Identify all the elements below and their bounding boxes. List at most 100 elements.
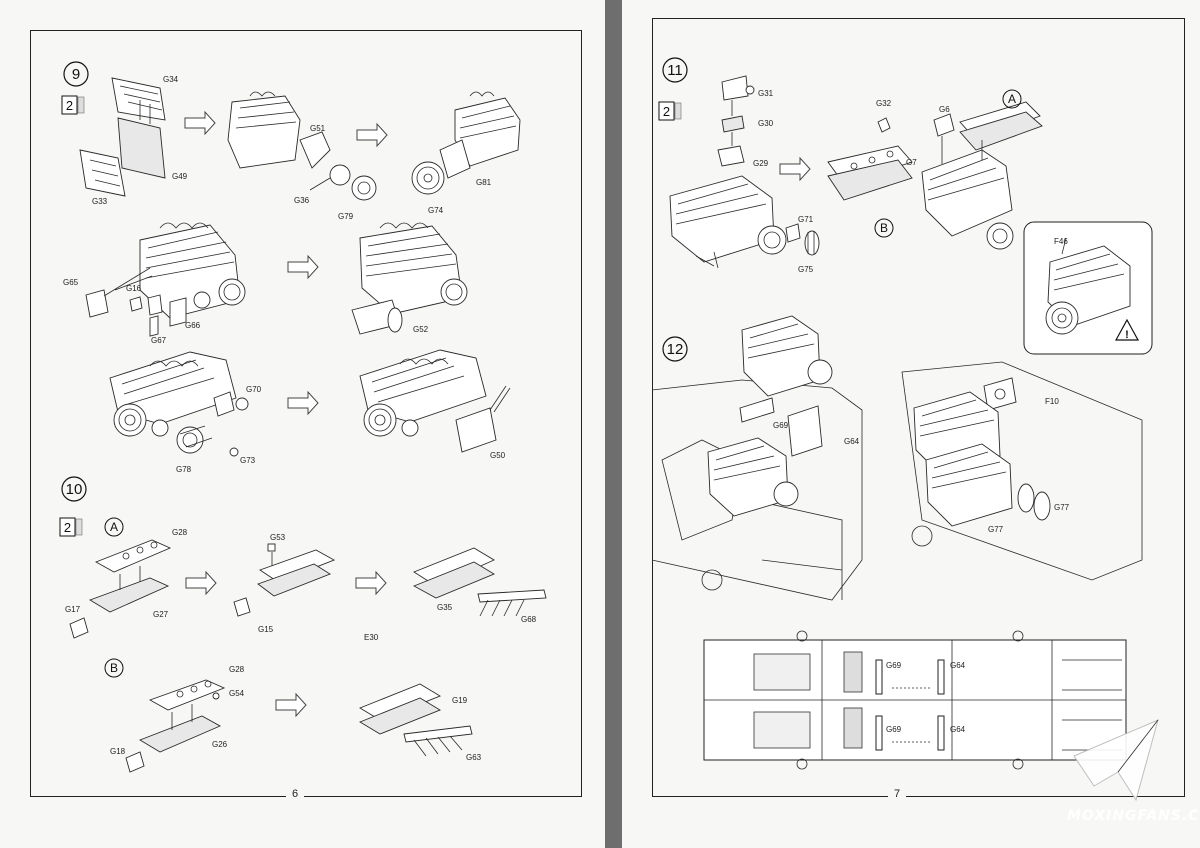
part-label: G50 — [490, 451, 506, 460]
part-label: G36 — [294, 196, 310, 205]
supercharger-parts — [717, 75, 755, 167]
sub-step-a-label: A — [1008, 92, 1016, 106]
part-label: G75 — [798, 265, 814, 274]
engine-block-step11 — [669, 175, 820, 269]
arrow-icon — [356, 122, 388, 148]
part-label: G29 — [753, 159, 769, 168]
step-10-number: 10 — [66, 481, 83, 498]
step-11-badge: 11 — [662, 57, 688, 83]
part-label: G19 — [452, 696, 468, 705]
page-left: 9 2 G34 G49 G33 G5 — [0, 0, 605, 848]
part-label: G7 — [906, 158, 917, 167]
page-frame — [652, 18, 1185, 797]
part-label: G64 — [950, 661, 966, 670]
step-11-number: 11 — [667, 62, 683, 79]
step-9-badge: 9 — [63, 61, 89, 87]
part-label: G31 — [758, 89, 774, 98]
part-label: G66 — [185, 321, 201, 330]
hull-engine-bay-left — [651, 315, 863, 601]
quantity-badge: 2 — [61, 95, 85, 115]
part-label: G64 — [844, 437, 860, 446]
intake-manifold-a-step2 — [233, 543, 336, 617]
arrow-icon — [275, 692, 307, 718]
part-label: G52 — [413, 325, 429, 334]
intake-manifold-b-result — [358, 683, 473, 757]
part-label: G49 — [172, 172, 188, 181]
arrow-icon — [355, 570, 387, 596]
part-label: G73 — [240, 456, 256, 465]
part-label: G17 — [65, 605, 81, 614]
part-label: G69 — [773, 421, 789, 430]
page-number: 6 — [286, 788, 305, 800]
engine-block-part-2 — [227, 91, 377, 201]
part-label: E30 — [364, 633, 379, 642]
part-label: G68 — [521, 615, 537, 624]
intake-manifold-a — [69, 539, 172, 639]
part-label: G6 — [939, 105, 950, 114]
part-label: G69 — [886, 661, 902, 670]
intake-manifold-a-result — [412, 547, 547, 617]
arrow-icon — [287, 390, 319, 416]
part-label: G74 — [428, 206, 444, 215]
arrow-icon — [287, 254, 319, 280]
part-label: G53 — [270, 533, 286, 542]
part-label: G78 — [176, 465, 192, 474]
page-right: 11 2 G31 G30 G29 G71 G75 — [622, 0, 1200, 848]
part-label: F10 — [1045, 397, 1059, 406]
part-label: G32 — [876, 99, 892, 108]
part-label: G69 — [886, 725, 902, 734]
watermark-logo: MOXINGFANS.COM — [1067, 719, 1200, 824]
quantity-value: 2 — [663, 104, 670, 119]
part-label: G71 — [798, 215, 814, 224]
intake-manifold-b — [125, 679, 226, 773]
part-label: G51 — [310, 124, 326, 133]
hull-engine-bay-right — [901, 361, 1143, 581]
sub-step-b-badge: B — [104, 658, 124, 678]
sub-step-b-label: B — [880, 221, 888, 235]
step-12-number: 12 — [667, 341, 684, 358]
engine-assembly-row3-result — [359, 349, 511, 453]
arrow-icon — [779, 156, 811, 182]
part-label: G35 — [437, 603, 453, 612]
part-label: G79 — [338, 212, 354, 221]
part-label: G15 — [258, 625, 274, 634]
quantity-value: 2 — [66, 98, 73, 113]
engine-assembly-row3 — [109, 351, 249, 457]
part-label: G67 — [151, 336, 167, 345]
step-12-badge: 12 — [662, 336, 688, 362]
part-label: G63 — [466, 753, 482, 762]
engine-assembly-row2-result — [351, 222, 468, 335]
sub-step-b-label: B — [110, 661, 118, 675]
part-label: G27 — [153, 610, 169, 619]
warning-icon — [1114, 318, 1140, 341]
sub-step-a-label: A — [110, 520, 118, 534]
quantity-badge: 2 — [658, 101, 682, 121]
step-9-number: 9 — [72, 66, 80, 83]
hull-plan-view — [703, 630, 1127, 770]
page-frame — [30, 30, 582, 797]
arrow-icon — [185, 570, 217, 596]
part-label: G33 — [92, 197, 108, 206]
right-instruction-art: 11 2 G31 G30 G29 G71 G75 — [651, 57, 1200, 824]
detail-inset: ! — [1023, 221, 1153, 355]
engine-assembly-row2 — [85, 222, 246, 337]
part-label: G18 — [110, 747, 126, 756]
part-label: G30 — [758, 119, 774, 128]
warning-mark: ! — [1125, 329, 1129, 341]
part-label: G81 — [476, 178, 492, 187]
step-10-badge: 10 — [61, 476, 87, 502]
watermark-text: MOXINGFANS.COM — [1067, 808, 1200, 824]
part-label: G77 — [988, 525, 1004, 534]
step-11-a-b-assembly — [827, 101, 1043, 250]
part-label: G64 — [950, 725, 966, 734]
part-label: G54 — [229, 689, 245, 698]
part-label: G28 — [229, 665, 245, 674]
sub-step-a-badge: A — [104, 517, 124, 537]
quantity-badge: 2 — [59, 517, 83, 537]
part-label: G16 — [126, 284, 142, 293]
part-label: G77 — [1054, 503, 1070, 512]
part-label: G28 — [172, 528, 188, 537]
sub-step-a-badge: A — [1002, 89, 1022, 109]
part-label: G65 — [63, 278, 79, 287]
quantity-value: 2 — [64, 520, 71, 535]
